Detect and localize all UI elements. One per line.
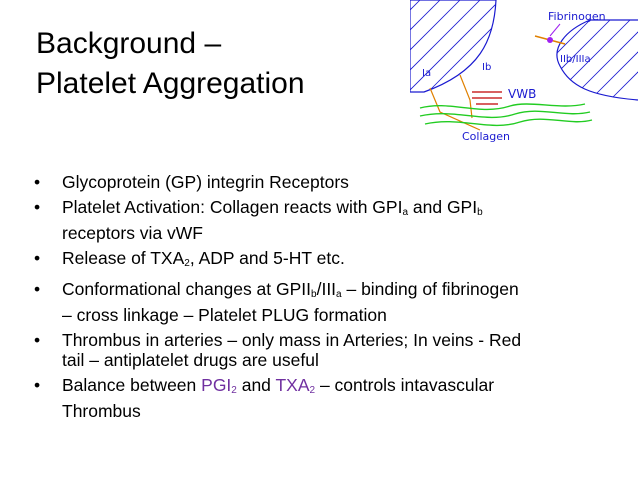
title-line-1: Background – <box>36 27 222 60</box>
bullet-dot: • <box>34 172 41 192</box>
subscript: a <box>336 289 342 300</box>
bullet-text: Balance between <box>62 375 202 395</box>
bullet-item: • Release of TXA2, ADP and 5-HT etc. <box>30 248 620 274</box>
bullet-text: Thrombus <box>62 401 141 421</box>
platelet-diagram: Fibrinogen IIb/IIIa Ia Ib VWB Collagen <box>410 0 638 143</box>
bullet-text: , ADP and 5-HT etc. <box>189 248 345 268</box>
bullet-dot: • <box>34 279 41 299</box>
vwf-strands <box>472 91 502 105</box>
bullet-item: • Platelet Activation: Collagen reacts w… <box>30 197 620 243</box>
bullet-text: receptors via vWF <box>62 223 203 243</box>
label-vwb: VWB <box>508 87 536 101</box>
bullet-text: Platelet Activation: Collagen reacts wit… <box>62 197 403 217</box>
bullet-item: • Balance between PGI2 and TXA2 – contro… <box>30 375 620 421</box>
bullet-dot: • <box>34 330 41 350</box>
txa2-term: TXA <box>275 375 310 395</box>
label-ib: Ib <box>482 62 491 73</box>
platelet-left-hatching <box>410 0 496 92</box>
bullet-text: tail – antiplatelet drugs are useful <box>62 350 319 370</box>
subscript: 2 <box>184 258 190 269</box>
pgi2-term: PGI <box>201 375 232 395</box>
bullet-text: – binding of fibrinogen <box>341 279 519 299</box>
bullet-item: • Glycoprotein (GP) integrin Receptors <box>30 172 620 192</box>
bullet-dot: • <box>34 248 41 268</box>
bullet-text: Release of TXA <box>62 248 185 268</box>
bullet-item: • Thrombus in arteries – only mass in Ar… <box>30 330 620 370</box>
bullet-text: Conformational changes at GPII <box>62 279 312 299</box>
bullet-text: Glycoprotein (GP) integrin Receptors <box>62 172 349 192</box>
bullet-text: and <box>236 375 276 395</box>
title-line-2: Platelet Aggregation <box>36 67 305 100</box>
label-fibrinogen: Fibrinogen <box>548 10 606 23</box>
bullet-dot: • <box>34 375 41 395</box>
bullet-list: • Glycoprotein (GP) integrin Receptors •… <box>30 172 620 426</box>
fibrinogen-dot <box>547 37 553 43</box>
label-iib-iiia: IIb/IIIa <box>560 54 591 65</box>
bullet-text: – controls intavascular <box>315 375 495 395</box>
collagen-fibers <box>419 103 593 127</box>
bullet-item: • Conformational changes at GPIIb/IIIa –… <box>30 279 620 325</box>
platelet-right <box>556 19 638 101</box>
subscript: a <box>402 207 409 218</box>
label-collagen: Collagen <box>462 130 510 143</box>
receptor-ib <box>459 74 473 119</box>
bullet-dot: • <box>34 197 41 217</box>
label-ia: Ia <box>422 68 431 79</box>
subscript: 2 <box>231 385 237 396</box>
bullet-text: Thrombus in arteries – only mass in Arte… <box>62 330 522 350</box>
slide-title: Background – Platelet Aggregation <box>36 24 305 104</box>
bullet-text: – cross linkage – Platelet PLUG formatio… <box>62 305 387 325</box>
subscript: b <box>477 207 483 218</box>
bullet-text: /III <box>316 279 337 299</box>
bullet-text: and GPI <box>408 197 478 217</box>
fibrinogen-pointer <box>549 23 561 37</box>
subscript: 2 <box>309 385 316 396</box>
subscript: b <box>311 289 317 300</box>
platelet-left <box>410 0 497 93</box>
receptor-ia <box>429 87 481 131</box>
